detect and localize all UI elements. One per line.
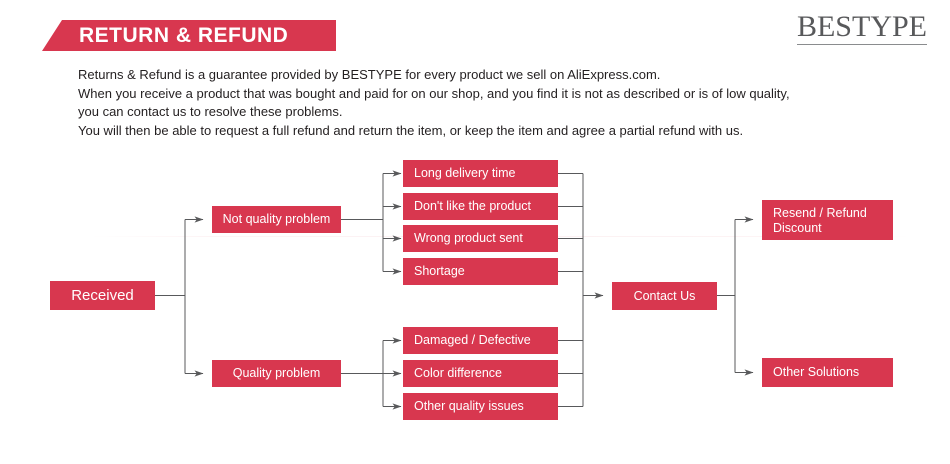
- flow-node-outcome-resend-refund-discount[interactable]: Resend / Refund Discount: [762, 200, 893, 240]
- intro-line-1: Returns & Refund is a guarantee provided…: [78, 67, 661, 82]
- flow-node-not-quality-problem[interactable]: Not quality problem: [212, 206, 341, 233]
- flow-node-received[interactable]: Received: [50, 281, 155, 310]
- page-title-banner: RETURN & REFUND: [42, 20, 336, 51]
- flow-node-reason-label: Shortage: [414, 264, 465, 278]
- flow-node-contact-us[interactable]: Contact Us: [612, 282, 717, 310]
- flow-node-reason-label: Other quality issues: [414, 399, 524, 413]
- flow-node-reason-long-delivery-time[interactable]: Long delivery time: [403, 160, 558, 187]
- flow-node-contact-us-label: Contact Us: [633, 288, 696, 303]
- flow-node-quality-problem-label: Quality problem: [232, 366, 321, 380]
- brand-logo: BESTYPE: [796, 10, 927, 45]
- flow-node-reason-label: Damaged / Defective: [414, 333, 531, 347]
- flow-node-outcome-other-solutions[interactable]: Other Solutions: [762, 358, 893, 387]
- flow-node-reason-dont-like-product[interactable]: Don't like the product: [403, 193, 558, 220]
- flow-node-reason-label: Don't like the product: [414, 199, 532, 213]
- flow-node-outcome-label: Resend / Refund Discount: [773, 206, 867, 235]
- flow-node-reason-label: Long delivery time: [414, 166, 516, 180]
- flow-node-outcome-label: Other Solutions: [773, 365, 860, 379]
- flow-node-not-quality-problem-label: Not quality problem: [222, 212, 331, 226]
- flow-node-reason-shortage[interactable]: Shortage: [403, 258, 558, 285]
- brand-logo-underline: [796, 44, 927, 45]
- flow-node-reason-damaged-defective[interactable]: Damaged / Defective: [403, 327, 558, 354]
- intro-line-4: You will then be able to request a full …: [78, 122, 744, 138]
- intro-line-3: you can contact us to resolve these prob…: [78, 104, 343, 119]
- flow-node-reason-other-quality-issues[interactable]: Other quality issues: [403, 393, 558, 420]
- intro-line-2: When you receive a product that was boug…: [78, 85, 790, 101]
- brand-logo-text: BESTYPE: [796, 10, 927, 43]
- flow-node-reason-color-difference[interactable]: Color difference: [403, 360, 558, 387]
- flow-node-reason-wrong-product-sent[interactable]: Wrong product sent: [403, 225, 558, 252]
- flow-node-reason-label: Wrong product sent: [414, 231, 523, 245]
- intro-paragraph: Returns & Refund is a guarantee provided…: [78, 66, 878, 140]
- flow-node-received-label: Received: [71, 287, 134, 304]
- flow-node-quality-problem[interactable]: Quality problem: [212, 360, 341, 387]
- page-title: RETURN & REFUND: [79, 23, 289, 47]
- flow-node-reason-label: Color difference: [414, 366, 503, 380]
